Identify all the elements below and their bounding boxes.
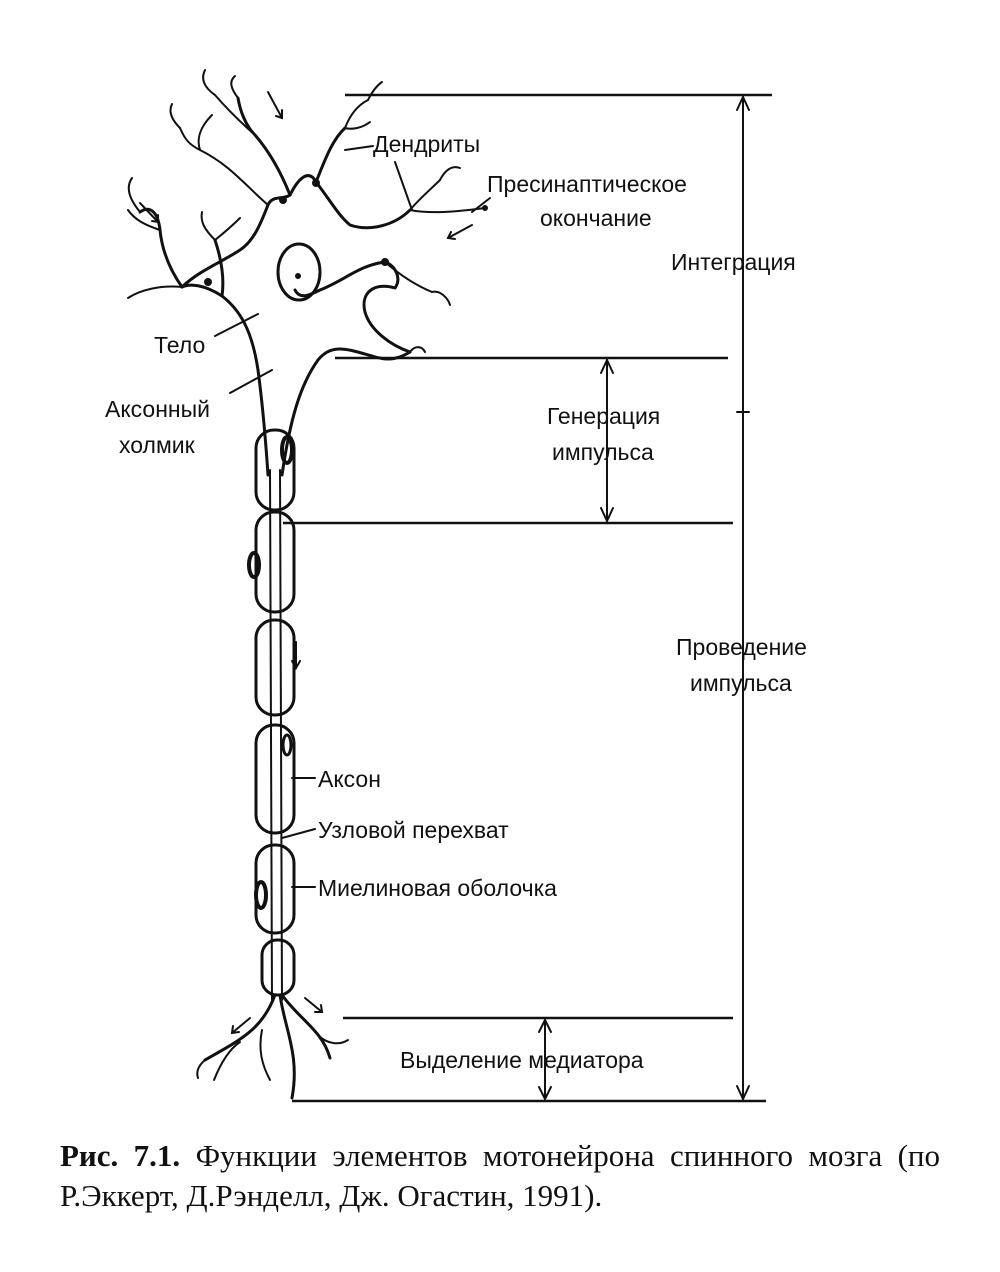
synapse-knobs (204, 179, 488, 286)
label-myelin: Миелиновая оболочка (318, 875, 557, 901)
conduction-arrow (291, 641, 301, 671)
label-axon-hillock-1: Аксонный (105, 396, 210, 422)
label-generation-2: импульса (552, 439, 654, 465)
input-arrows (139, 91, 473, 240)
caption-text: Функции элементов мотонейрона спинного м… (60, 1138, 941, 1213)
nucleus (276, 242, 322, 302)
label-conduction-1: Проведение (676, 634, 807, 660)
dendrite-branches (127, 69, 486, 353)
axon-terminals (196, 993, 349, 1100)
label-generation-1: Генерация (547, 403, 660, 429)
label-node: Узловой перехват (318, 817, 509, 843)
label-integration: Интеграция (671, 249, 796, 275)
label-body: Тело (154, 332, 205, 358)
release-arrow (538, 1017, 552, 1102)
label-dendrites: Дендриты (373, 131, 480, 157)
label-presynaptic-1: Пресинаптическое (487, 171, 687, 197)
label-release: Выделение медиатора (400, 1047, 644, 1073)
generation-arrow (600, 357, 614, 524)
figure-caption: Рис. 7.1. Функции элементов мотонейрона … (60, 1136, 940, 1216)
label-axon-hillock-2: холмик (119, 432, 196, 458)
label-conduction-2: импульса (690, 670, 792, 696)
label-axon: Аксон (318, 766, 381, 792)
caption-number: Рис. 7.1. (60, 1138, 181, 1173)
axon-myelin (247, 428, 296, 1001)
integration-arrow (736, 94, 750, 1102)
leader-lines (214, 145, 491, 888)
label-presynaptic-2: окончание (540, 205, 652, 231)
